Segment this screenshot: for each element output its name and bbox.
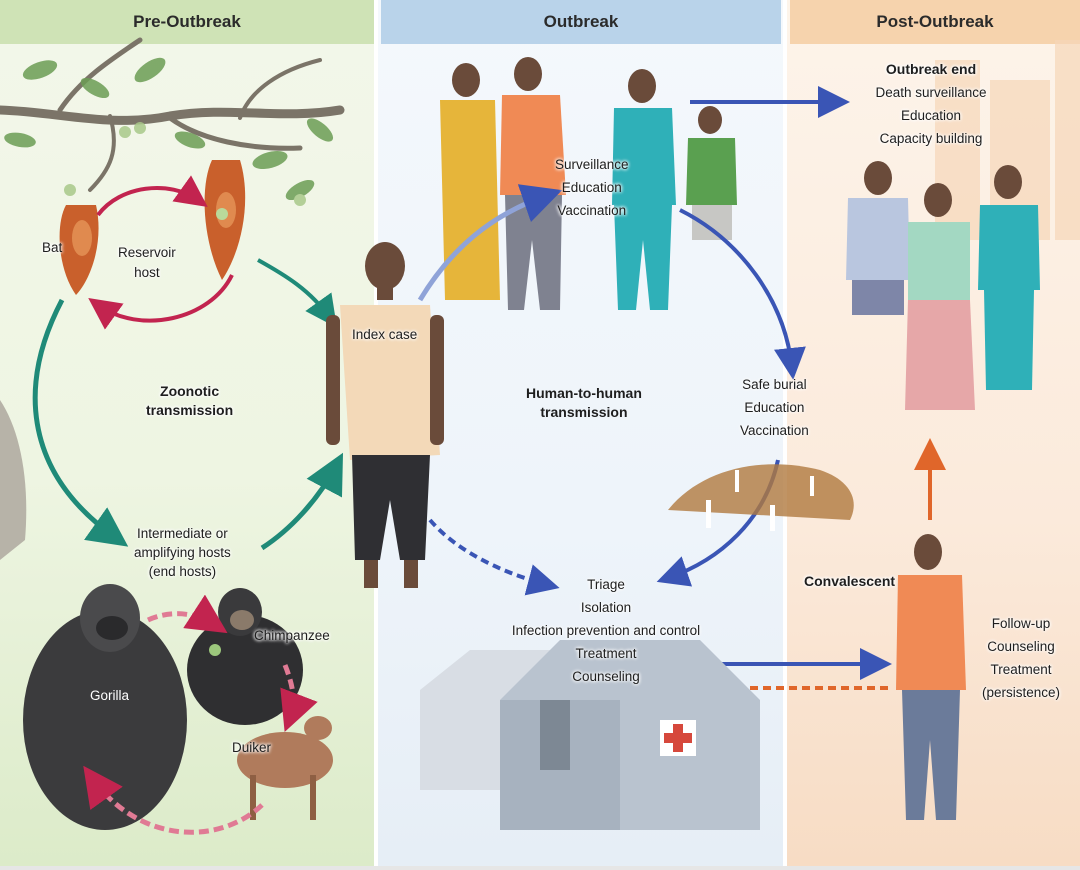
community-measure-item: Vaccination (557, 203, 627, 218)
bat-left (59, 205, 99, 295)
treatment-center-measures-label: Triage Isolation Infection prevention an… (498, 573, 714, 688)
convalescent-measure-item: Follow-up (991, 616, 1051, 631)
post-health-worker (978, 165, 1040, 390)
outbreak-end-label: Outbreak end Death surveillance Educatio… (866, 58, 996, 150)
reservoir-arrow-bottom (88, 274, 234, 330)
index-case-label: Index case (352, 327, 418, 342)
intermediate-to-index-arrow (260, 452, 344, 551)
treatment-tent (500, 640, 760, 830)
reservoir-arrow-top (96, 175, 208, 217)
index-to-community-arrow (417, 184, 563, 302)
intermediate-hosts-line: amplifying hosts (134, 545, 231, 560)
chimpanzee (187, 588, 303, 725)
chimpanzee-label: Chimpanzee (254, 628, 330, 643)
outbreak-end-measure: Death surveillance (875, 85, 987, 100)
human-to-human-line: Human-to-human (526, 385, 642, 401)
reservoir-host-label: Reservoir host (118, 243, 176, 283)
burial-measure-item: Safe burial (742, 377, 807, 392)
bat-to-intermediate-arrow (32, 298, 129, 547)
community-woman (440, 63, 500, 300)
bat-right (204, 160, 246, 280)
convalescent-measure-item: Counseling (987, 639, 1055, 654)
burial-measure-item: Vaccination (740, 423, 809, 438)
pre-outbreak-header: Pre-Outbreak (0, 0, 374, 44)
outbreak-end-measure: Capacity building (879, 131, 983, 146)
leaves (4, 57, 334, 206)
community-measure-item: Surveillance (555, 157, 629, 172)
zoonotic-transmission-label: Zoonotic transmission (146, 382, 233, 420)
reservoir-host-line: Reservoir (118, 245, 176, 260)
panel-divider (783, 0, 787, 866)
convalescent-measure-item: Treatment (990, 662, 1052, 677)
treatment-measure-item: Infection prevention and control (511, 623, 701, 638)
gorilla-to-chimp-arrow (146, 594, 228, 634)
tree-trunk (0, 400, 27, 560)
duiker-to-gorilla-arrow (83, 765, 264, 835)
zoonotic-transmission-line: transmission (146, 402, 234, 418)
treatment-measure-item: Triage (587, 577, 625, 592)
gorilla (23, 584, 187, 830)
post-outbreak-header: Post-Outbreak (790, 0, 1080, 44)
treatment-measure-item: Isolation (580, 600, 632, 615)
bat-label: Bat (42, 240, 63, 255)
outbreak-header: Outbreak (381, 0, 781, 44)
convalescent-label: Convalescent (804, 573, 896, 589)
convalescent-measure-item: (persistence) (981, 685, 1061, 700)
community-child (686, 106, 737, 240)
community-measure-item: Education (561, 180, 622, 195)
burial-site (668, 464, 854, 531)
duiker-label: Duiker (232, 740, 272, 755)
intermediate-hosts-label: Intermediate or amplifying hosts (end ho… (134, 524, 231, 581)
outbreak-end-measure: Education (900, 108, 962, 123)
gorilla-label: Gorilla (90, 688, 130, 703)
burial-measures-label: Safe burial Education Vaccination (740, 373, 809, 442)
health-worker (612, 69, 676, 310)
bottom-rule (0, 866, 1080, 870)
survivor-woman (905, 183, 975, 410)
reservoir-host-line: host (134, 265, 160, 280)
burial-measure-item: Education (744, 400, 805, 415)
human-to-human-label: Human-to-human transmission (526, 384, 642, 422)
convalescent-man (896, 534, 966, 820)
convalescent-measures-label: Follow-up Counseling Treatment (persiste… (976, 612, 1066, 704)
zoonotic-transmission-line: Zoonotic (160, 383, 220, 399)
treatment-measure-item: Treatment (575, 646, 637, 661)
treatment-measure-item: Counseling (572, 669, 640, 684)
index-case-figure (326, 242, 444, 588)
community-to-burial-arrow (679, 208, 806, 380)
chimp-to-duiker-arrow (280, 664, 318, 733)
index-to-treatment-arrow (428, 518, 560, 596)
human-to-human-line: transmission (540, 404, 628, 420)
survivor-man (846, 161, 910, 315)
bat-to-index-arrow (257, 258, 337, 328)
tree-branches (0, 37, 345, 192)
community-man (500, 57, 566, 310)
duiker (237, 716, 333, 820)
outbreak-end-title: Outbreak end (885, 61, 977, 77)
intermediate-hosts-line: (end hosts) (148, 564, 217, 579)
community-measures-label: Surveillance Education Vaccination (555, 153, 629, 222)
intermediate-hosts-line: Intermediate or (137, 526, 228, 541)
